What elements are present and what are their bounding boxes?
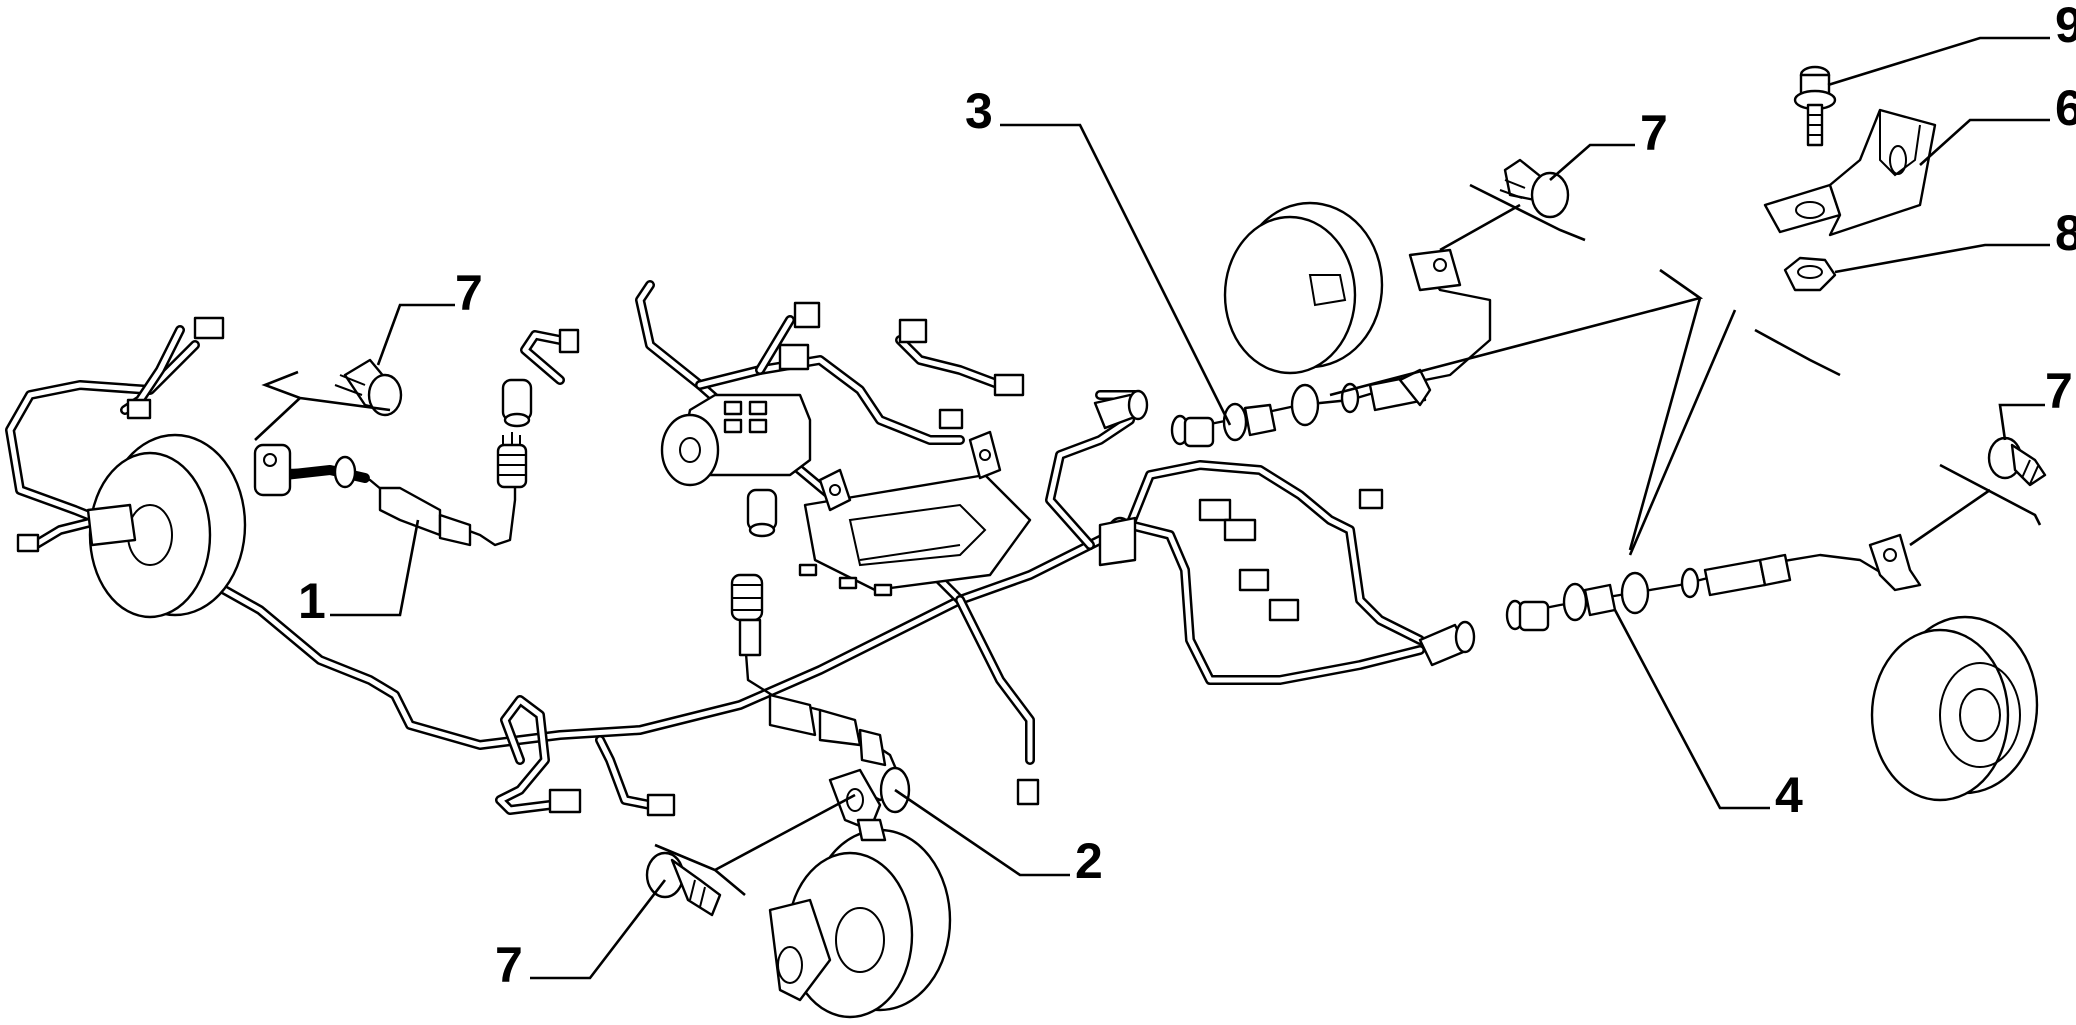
callout-4: 4: [1775, 767, 1803, 823]
callout-8: 8: [2055, 205, 2076, 261]
bracket-6: [1763, 108, 1937, 237]
callout-2: 2: [1075, 833, 1103, 889]
abs-modulator: [660, 393, 812, 487]
abs-bracket: [798, 430, 1032, 597]
leader-lines: [254, 36, 2050, 980]
callout-1: 1: [298, 573, 326, 629]
bolt-7-rear-left: [1499, 158, 1570, 219]
front-right-wheel-disc: [768, 828, 952, 1019]
harness-connectors: [16, 301, 1384, 817]
sensor-rear-left: [1170, 248, 1492, 448]
bolt-9: [1793, 65, 1837, 147]
harness-plugs: [501, 378, 1476, 667]
nut-8: [1783, 256, 1837, 292]
sensor-front-left: [253, 432, 528, 547]
callout-6: 6: [2055, 80, 2076, 136]
front-left-wheel-disc: [86, 433, 247, 619]
callout-7-rear-right: 7: [2045, 363, 2073, 419]
bolt-7-rear-right: [1987, 436, 2047, 487]
bolt-7-front-right: [645, 851, 722, 917]
rear-left-wheel-disc: [1223, 201, 1384, 375]
sensor-front-right: [730, 573, 911, 842]
callout-7-front-left: 7: [455, 265, 483, 321]
callout-labels: 1 2 3 4 6 7 7 7 7 8 9: [298, 0, 2076, 993]
main-harness: [5, 280, 1425, 815]
rear-right-wheel-disc: [1870, 615, 2039, 802]
sensor-rear-right: [1505, 533, 1922, 632]
callout-7-front-right: 7: [495, 937, 523, 993]
bolt-7-front-left: [334, 358, 403, 417]
callout-3: 3: [965, 83, 993, 139]
callout-7-rear-left: 7: [1640, 105, 1668, 161]
callout-9: 9: [2055, 0, 2076, 53]
